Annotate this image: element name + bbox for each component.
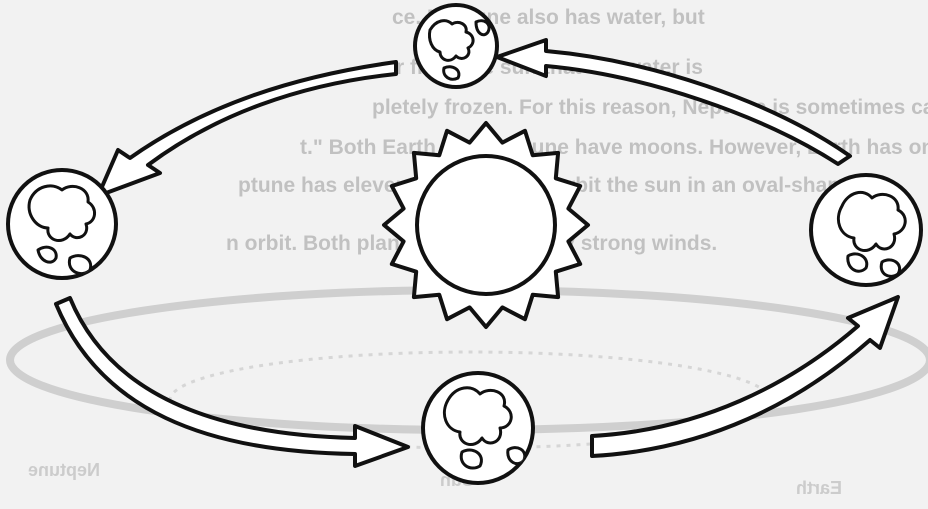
earth-bottom <box>423 373 533 483</box>
arrow-left-to-bottom <box>56 298 408 466</box>
earth-top <box>415 5 497 87</box>
earth-right <box>811 175 921 285</box>
arrow-right-to-top <box>497 40 850 164</box>
earth-right-continent-2 <box>848 254 867 271</box>
earth-left-continent-3 <box>69 256 90 274</box>
earth-left <box>8 170 116 278</box>
earth-top-continent-3 <box>444 67 459 80</box>
earth-bottom-continent-2 <box>461 450 481 468</box>
earth-top-continent-2 <box>476 21 489 35</box>
arrow-bottom-to-right <box>592 297 898 456</box>
sun <box>384 123 588 327</box>
sun-disk <box>417 156 555 294</box>
arrow-top-to-left <box>98 62 396 196</box>
earth-right-continent-3 <box>881 260 899 276</box>
